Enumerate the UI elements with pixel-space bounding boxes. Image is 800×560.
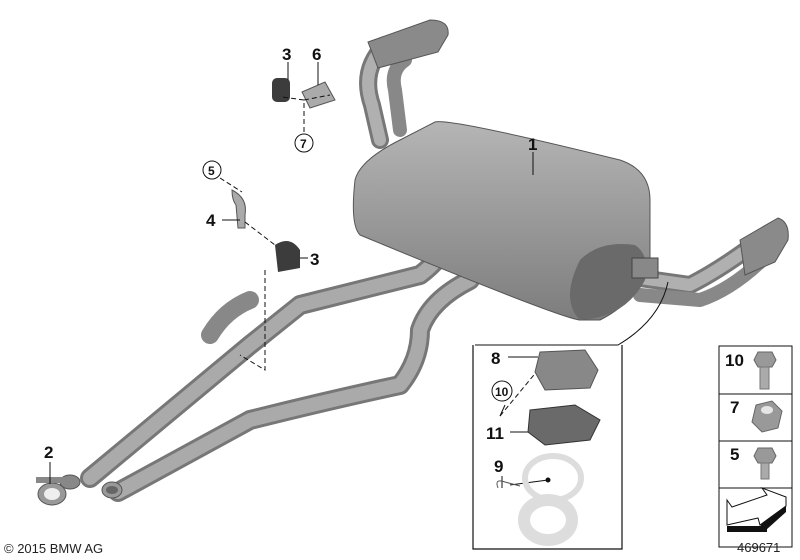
callout-7: 7	[300, 137, 307, 151]
exhaust-flap-actuator-part	[534, 349, 599, 391]
leader-lines	[49, 62, 669, 488]
fasteners-panel: 10 7 5	[718, 345, 793, 548]
callout-10: 10	[495, 385, 509, 399]
clamp	[36, 477, 67, 506]
bolt-icon	[753, 351, 777, 390]
detail-inset	[472, 345, 623, 550]
flap-bracket	[522, 453, 584, 503]
copyright-text: © 2015 BMW AG	[4, 541, 104, 556]
callout-2: 2	[44, 443, 53, 462]
panel-label-10: 10	[725, 351, 744, 370]
rear-muffler	[352, 121, 659, 321]
rubber-mounts	[231, 78, 336, 272]
spring-clip	[496, 480, 521, 489]
actuator-bracket	[527, 404, 601, 446]
callout-3: 3	[282, 45, 291, 64]
callout-6: 6	[312, 45, 321, 64]
attachment-point	[545, 477, 551, 483]
callout-11: 11	[486, 424, 504, 443]
panel-label-5: 5	[730, 445, 739, 464]
bolt-icon	[753, 447, 777, 480]
callout-labels: 1 2 3 3 4 5 6 7 8 9 10 11	[44, 45, 537, 476]
exhaust-flap-actuator	[631, 257, 659, 279]
callout-5: 5	[208, 164, 215, 178]
panel-label-7: 7	[730, 398, 739, 417]
callout-8: 8	[491, 349, 500, 368]
direction-arrow-icon	[726, 486, 787, 532]
diagram-number: 469671	[737, 540, 781, 555]
callout-9: 9	[494, 457, 503, 476]
callout-1: 1	[528, 135, 537, 154]
hex-nut-icon	[751, 400, 783, 433]
callout-4: 4	[206, 211, 216, 230]
exhaust-pipes	[80, 26, 769, 502]
callout-3b: 3	[310, 250, 319, 269]
